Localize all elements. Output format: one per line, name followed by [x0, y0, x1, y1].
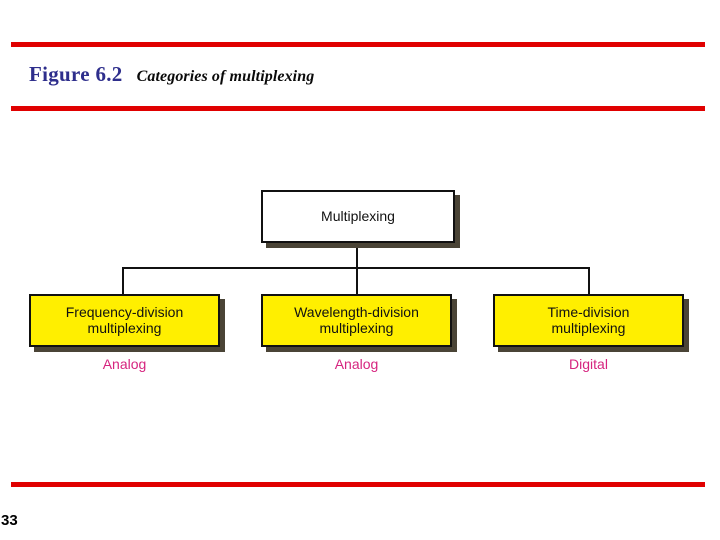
node-fdm-label-line1: Frequency-division	[65, 303, 184, 320]
node-tdm-label: Time-division multiplexing	[547, 303, 630, 336]
node-tdm-label-line2: multiplexing	[551, 319, 626, 336]
figure-caption: Categories of multiplexing	[136, 68, 315, 85]
node-fdm-kind-label: Analog	[102, 356, 147, 372]
node-time-division-multiplexing: Time-division multiplexing	[493, 294, 684, 347]
node-wdm-label: Wavelength-division multiplexing	[294, 303, 419, 336]
node-wdm-kind-label: Analog	[334, 356, 379, 372]
node-wdm-label-line1: Wavelength-division	[294, 303, 419, 320]
node-wavelength-division-multiplexing: Wavelength-division multiplexing	[261, 294, 452, 347]
node-fdm-label: Frequency-division multiplexing	[65, 303, 184, 336]
node-multiplexing: Multiplexing	[261, 190, 455, 243]
page-number: 33	[1, 512, 18, 529]
connector-drop-right	[588, 267, 590, 294]
figure-number: Figure 6.2	[29, 62, 123, 86]
node-wdm-label-line2: multiplexing	[319, 319, 394, 336]
connector-drop-left	[122, 267, 124, 294]
node-fdm-label-line2: multiplexing	[87, 319, 162, 336]
node-tdm-kind-label: Digital	[569, 356, 608, 372]
node-frequency-division-multiplexing: Frequency-division multiplexing	[29, 294, 220, 347]
connector-horizontal-bus	[122, 267, 590, 269]
node-tdm-label-line1: Time-division	[547, 303, 630, 320]
title-underline-red-rule	[11, 106, 705, 111]
bottom-red-rule	[11, 482, 705, 487]
figure-title: Figure 6.2 Categories of multiplexing	[29, 62, 314, 87]
top-red-rule	[11, 42, 705, 47]
node-multiplexing-label: Multiplexing	[321, 207, 395, 224]
